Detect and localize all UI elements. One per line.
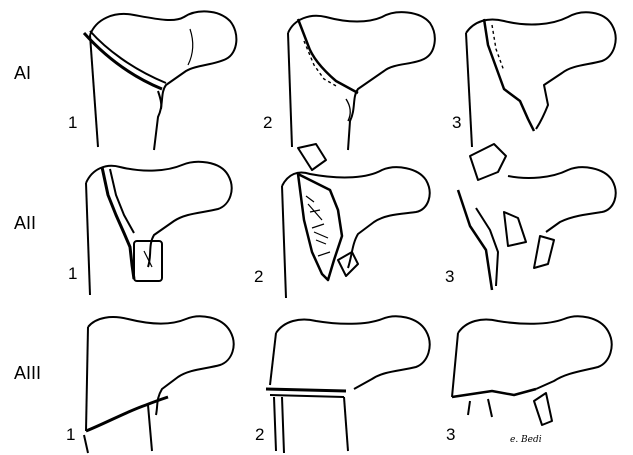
fracture-ai-2 bbox=[262, 5, 442, 155]
fracture-aii-2 bbox=[262, 140, 442, 300]
fracture-aiii-3 bbox=[448, 305, 628, 455]
artist-signature: e. Bedi bbox=[510, 435, 542, 445]
subtype-number: 2 bbox=[255, 425, 264, 445]
fracture-aiii-1 bbox=[62, 305, 242, 455]
subtype-number: 3 bbox=[446, 425, 455, 445]
fracture-aii-3 bbox=[448, 140, 628, 300]
subtype-number: 3 bbox=[445, 267, 454, 287]
fracture-aiii-2 bbox=[262, 305, 442, 455]
subtype-number: 2 bbox=[254, 267, 263, 287]
fracture-ai-1 bbox=[62, 5, 242, 155]
row-label-ai: AI bbox=[14, 63, 31, 84]
row-label-aiii: AIII bbox=[14, 363, 41, 384]
subtype-number: 1 bbox=[68, 113, 77, 133]
subtype-number: 3 bbox=[452, 113, 461, 133]
subtype-number: 1 bbox=[66, 425, 75, 445]
fracture-aii-1 bbox=[62, 155, 242, 305]
row-label-aii: AII bbox=[14, 213, 36, 234]
subtype-number: 1 bbox=[68, 264, 77, 284]
subtype-number: 2 bbox=[263, 113, 272, 133]
fracture-ai-3 bbox=[448, 5, 628, 155]
